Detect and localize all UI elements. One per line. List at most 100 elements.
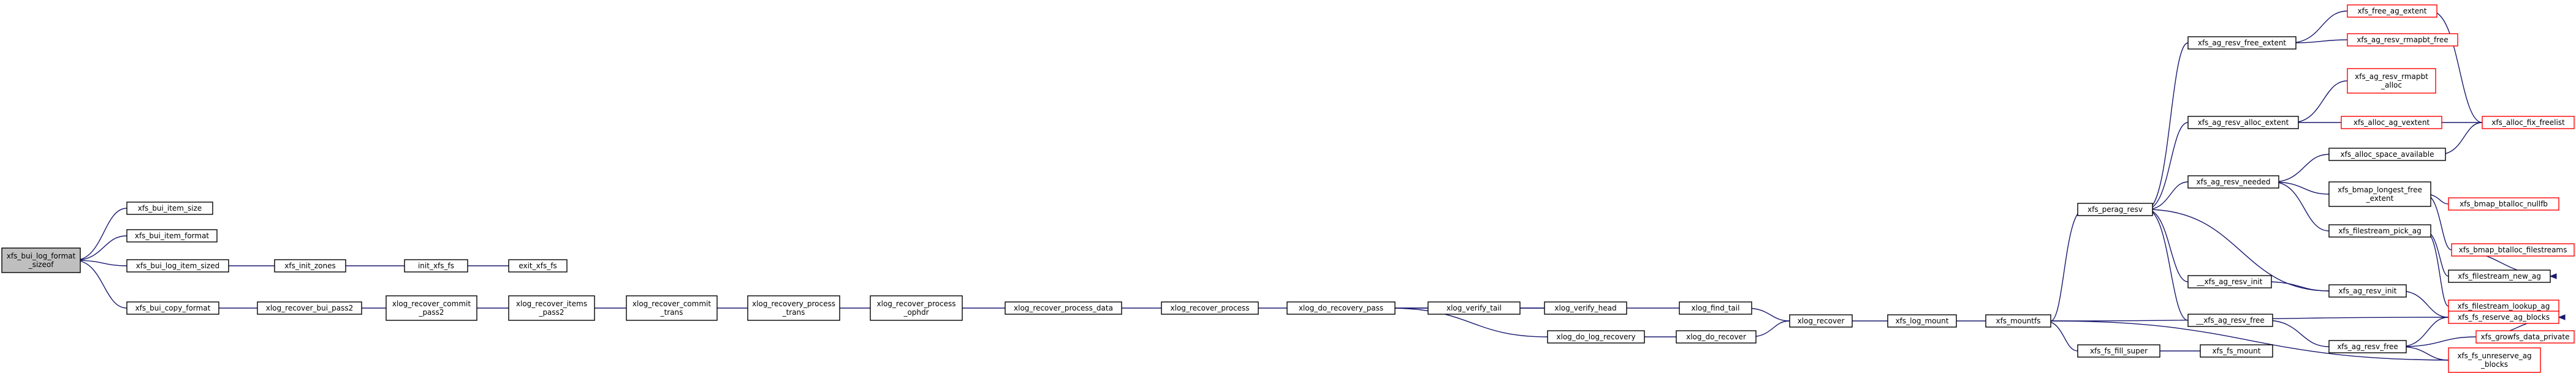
node-recover_bui_pass2[interactable]: xlog_recover_bui_pass2 (257, 301, 362, 315)
node-recover_process[interactable]: xlog_recover_process (1161, 301, 1259, 315)
node-init_zones[interactable]: xfs_init_zones (274, 259, 346, 273)
node-fs_reserve_ag_blocks[interactable]: xfs_fs_reserve_ag_blocks (2448, 311, 2559, 324)
node-box (386, 295, 477, 321)
node-fs_unreserve_ag_blocks[interactable]: xfs_fs_unreserve_ag_blocks (2448, 347, 2541, 373)
node-ag_resv_rmapbt_free[interactable]: xfs_ag_resv_rmapbt_free (2347, 33, 2458, 47)
node-alloc_fix_freelist[interactable]: xfs_alloc_fix_freelist (2482, 116, 2575, 129)
edge-line (2146, 181, 2189, 210)
node-bui_item_format[interactable]: xfs_bui_item_format (126, 229, 218, 243)
node-mountfs[interactable]: xfs_mountfs (1985, 314, 2051, 328)
node-box (126, 202, 213, 215)
edge-line (2146, 122, 2189, 210)
node-xlog_recover[interactable]: xlog_recover (1789, 314, 1853, 328)
node-recover_commit_pass2[interactable]: xlog_recover_commit_pass2 (386, 295, 477, 321)
node-filestream_pick_ag[interactable]: xfs_filestream_pick_ag (2328, 224, 2431, 238)
node-do_recovery_pass[interactable]: xlog_do_recovery_pass (1286, 301, 1396, 315)
node-label: init_xfs_fs (418, 262, 454, 270)
edge-line (2272, 154, 2330, 183)
node-box (2328, 284, 2407, 298)
node-perag_resv[interactable]: xfs_perag_resv (2077, 203, 2153, 216)
node-label: xfs_ag_resv_needed (2197, 178, 2271, 186)
edge-recover_process_data-to-recover_process_ophdr (956, 305, 1005, 311)
node-label: xfs_filestream_lookup_ag (2458, 302, 2550, 311)
node-root[interactable]: xfs_bui_log_format_sizeof (1, 247, 81, 273)
node-label: xlog_do_log_recovery (1556, 333, 1635, 341)
node-ag_resv_free[interactable]: xfs_ag_resv_free (2328, 340, 2407, 353)
node-box (1887, 314, 1957, 328)
node-box (2341, 116, 2442, 129)
node-label: _ophdr (903, 308, 929, 317)
node-box (2328, 340, 2407, 353)
node-find_tail[interactable]: xlog_find_tail (1679, 301, 1752, 315)
edge-fs_mount-to-fs_fill_super (2153, 348, 2201, 354)
node-label: xfs_bui_log_item_sized (136, 262, 219, 270)
node-verify_tail[interactable]: xlog_verify_tail (1427, 301, 1521, 315)
node-box (2200, 344, 2273, 358)
node-label: xlog_verify_head (1554, 304, 1616, 312)
node-label: xfs_log_mount (1896, 317, 1949, 325)
node-bui_log_item_sized[interactable]: xfs_bui_log_item_sized (126, 259, 229, 273)
edge-line (74, 235, 127, 261)
node-fs_mount[interactable]: xfs_fs_mount (2200, 344, 2273, 358)
edge-line (2050, 320, 2455, 361)
node-filestream_new_ag[interactable]: xfs_filestream_new_ag (2448, 269, 2551, 283)
edge-fs_reserve_ag_blocks-to-ag_resv_init (2399, 288, 2449, 318)
edge-ag_resv_free-to-__ag_resv_free (2266, 317, 2330, 347)
node-init_xfs_fs[interactable]: init_xfs_fs (404, 259, 468, 273)
edge-line (2399, 336, 2477, 347)
node-box (2475, 330, 2575, 344)
node-bmap_longest_free_extent[interactable]: xfs_bmap_longest_free_extent (2328, 181, 2431, 207)
node-label: xfs_ag_resv_free_extent (2198, 39, 2287, 47)
node-box (1544, 301, 1627, 315)
node-fs_fill_super[interactable]: xfs_fs_fill_super (2077, 344, 2160, 358)
node-box (508, 295, 595, 321)
node-bmap_btalloc_filestreams[interactable]: xfs_bmap_btalloc_filestreams (2451, 243, 2575, 257)
node-__ag_resv_free[interactable]: __xfs_ag_resv_free (2187, 314, 2273, 327)
node-bui_item_size[interactable]: xfs_bui_item_size (126, 202, 213, 215)
node-recovery_process_trans[interactable]: xlog_recovery_process_trans (747, 295, 840, 321)
node-label: xfs_alloc_fix_freelist (2491, 118, 2565, 127)
node-alloc_space_available[interactable]: xfs_alloc_space_available (2328, 148, 2446, 161)
node-alloc_ag_vextent[interactable]: xfs_alloc_ag_vextent (2341, 116, 2442, 129)
node-exit_xfs_fs[interactable]: exit_xfs_fs (508, 259, 568, 273)
node-free_ag_extent[interactable]: xfs_free_ag_extent (2347, 4, 2437, 18)
edge-alloc_ag_vextent-to-ag_resv_alloc_extent (2292, 119, 2341, 126)
edge-line (2292, 80, 2348, 123)
node-ag_resv_free_extent[interactable]: xfs_ag_resv_free_extent (2187, 36, 2297, 50)
node-label: _extent (2366, 194, 2394, 203)
node-box (1676, 330, 1757, 344)
node-recover_commit_trans[interactable]: xlog_recover_commit_trans (626, 295, 718, 321)
node-recover_process_data[interactable]: xlog_recover_process_data (1005, 301, 1122, 315)
node-recover_process_ophdr[interactable]: xlog_recover_process_ophdr (870, 295, 963, 321)
node-log_mount[interactable]: xfs_log_mount (1887, 314, 1957, 328)
node-box (2077, 203, 2153, 216)
node-growfs_data_private[interactable]: xfs_growfs_data_private (2475, 330, 2575, 344)
node-label: xfs_ag_resv_init (2339, 287, 2397, 295)
edge-line (74, 260, 127, 266)
edge-line (2146, 42, 2189, 210)
edge-line (1745, 307, 1790, 322)
node-ag_resv_needed[interactable]: xfs_ag_resv_needed (2187, 175, 2279, 189)
edge-line (1388, 307, 1548, 337)
node-label: xfs_fs_reserve_ag_blocks (2458, 313, 2550, 322)
node-ag_resv_alloc_extent[interactable]: xfs_ag_resv_alloc_extent (2187, 116, 2299, 129)
node-do_recover[interactable]: xlog_do_recover (1676, 330, 1757, 344)
node-bmap_btalloc_nullfb[interactable]: xfs_bmap_btalloc_nullfb (2448, 197, 2559, 211)
node-label: xfs_bui_log_format (7, 252, 76, 260)
node-box (2448, 311, 2559, 324)
node-__ag_resv_init[interactable]: __xfs_ag_resv_init (2187, 275, 2272, 288)
node-box (1005, 301, 1122, 315)
node-recover_items_pass2[interactable]: xlog_recover_items_pass2 (508, 295, 595, 321)
node-do_log_recovery[interactable]: xlog_do_log_recovery (1547, 330, 1645, 344)
node-ag_resv_init[interactable]: xfs_ag_resv_init (2328, 284, 2407, 298)
node-label: xlog_recover_items (516, 300, 587, 308)
node-bui_copy_format[interactable]: xfs_bui_copy_format (126, 301, 219, 315)
node-filestream_lookup_ag[interactable]: xfs_filestream_lookup_ag (2448, 300, 2559, 313)
edge-line (2430, 10, 2483, 123)
node-ag_resv_rmapbt_alloc[interactable]: xfs_ag_resv_rmapbt_alloc (2347, 68, 2436, 94)
node-label: xfs_alloc_space_available (2341, 150, 2434, 159)
node-verify_head[interactable]: xlog_verify_head (1544, 301, 1627, 315)
node-label: __xfs_ag_resv_free (2195, 316, 2265, 325)
node-label: xfs_fs_unreserve_ag (2457, 352, 2531, 360)
